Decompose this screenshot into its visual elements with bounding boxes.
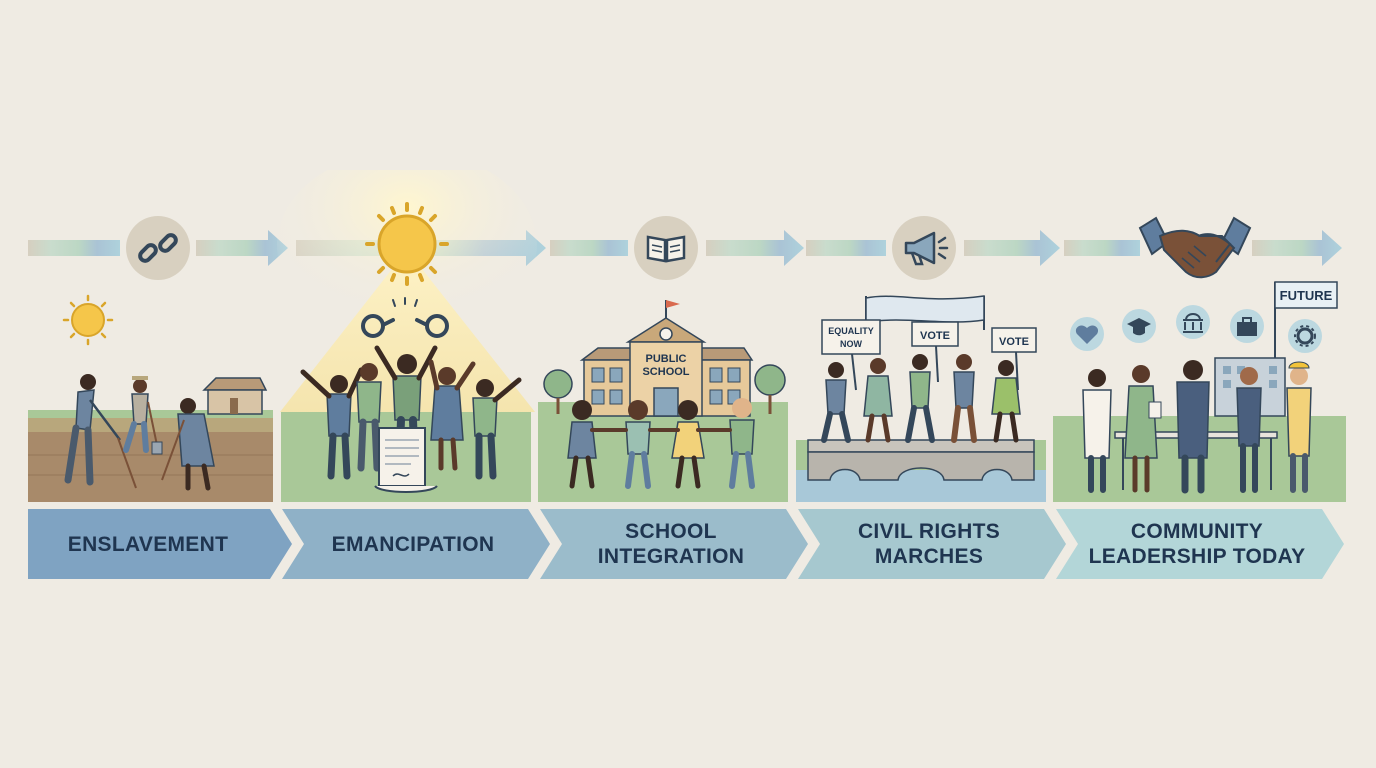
school-building: PUBLIC SCHOOL — [579, 300, 754, 417]
graduation-cap-icon — [1122, 309, 1156, 343]
worker-figure — [64, 374, 137, 489]
doctor — [1082, 369, 1112, 493]
school-sign-line: PUBLIC — [646, 353, 687, 365]
proclamation-scroll — [374, 427, 438, 493]
chevron-emancipation — [282, 509, 550, 579]
scene-civil-rights-marches: EQUALITY NOW VOTE VOTE — [796, 295, 1046, 502]
stage-label: COMMUNITY LEADERSHIP TODAY — [1088, 520, 1306, 568]
megaphone-icon — [892, 216, 956, 280]
book-icon — [634, 216, 698, 280]
tree — [543, 364, 786, 414]
capitol-icon — [1176, 305, 1210, 339]
chevron-school-integration — [540, 509, 808, 579]
flag-text: FUTURE — [1280, 288, 1333, 303]
arrow-segment — [1064, 240, 1140, 256]
future-flag: FUTURE — [1274, 281, 1338, 416]
worker-figure — [161, 398, 215, 491]
school-sign-line: SCHOOL — [642, 366, 689, 378]
arrow-segment — [806, 240, 886, 256]
gear-icon — [1288, 319, 1322, 353]
sign-text: NOW — [840, 339, 863, 349]
sun-glow — [277, 170, 537, 412]
community-leaders — [1082, 360, 1312, 494]
scene-enslavement — [28, 294, 273, 502]
children-holding-hands — [567, 398, 755, 489]
stage-label: SCHOOL INTEGRATION — [597, 520, 745, 568]
stage-label: ENSLAVEMENT — [67, 532, 229, 556]
small-sun-icon — [62, 294, 114, 346]
protest-sign: EQUALITY NOW — [821, 319, 881, 391]
briefcase-icon — [1230, 309, 1264, 343]
profession-icons — [1070, 305, 1322, 353]
chevron-civil-rights-marches — [798, 509, 1066, 579]
banner — [865, 295, 985, 330]
woman-with-document — [1236, 367, 1262, 493]
scene-community-leadership: FUTURE — [1053, 281, 1346, 502]
arrow-segment — [964, 230, 1060, 266]
chevron-enslavement — [28, 509, 292, 579]
stage-label: CIVIL RIGHTS MARCHES — [857, 520, 1001, 568]
scene-emancipation — [281, 297, 531, 502]
arrow-segment — [1252, 230, 1342, 266]
worker-figure — [123, 376, 163, 455]
chevron-community-leadership — [1056, 509, 1344, 579]
stone-bridge — [807, 439, 1035, 481]
arrow-segment — [550, 240, 628, 256]
sign-text: VOTE — [999, 336, 1029, 348]
stage-label: EMANCIPATION — [331, 532, 495, 556]
broken-chain-icon — [126, 216, 190, 280]
handshake-icon — [1138, 216, 1252, 279]
sun-icon — [365, 202, 449, 286]
scene-school-integration: PUBLIC SCHOOL — [538, 300, 788, 502]
protest-sign: VOTE — [991, 327, 1037, 391]
woman-with-clipboard — [1124, 365, 1162, 493]
farmhouse — [202, 377, 268, 415]
arrow-segment — [196, 230, 288, 266]
construction-worker — [1286, 361, 1312, 493]
sign-text: VOTE — [920, 330, 950, 342]
arrow-segment — [28, 240, 120, 256]
heart-icon — [1070, 317, 1104, 351]
arrow-segment — [706, 230, 804, 266]
broken-shackles-icon — [361, 297, 449, 338]
man-in-suit — [1176, 360, 1210, 494]
protest-sign: VOTE — [911, 321, 959, 383]
chevron-bar — [28, 509, 1344, 579]
marchers — [821, 354, 1021, 443]
sign-text: EQUALITY — [828, 326, 874, 336]
